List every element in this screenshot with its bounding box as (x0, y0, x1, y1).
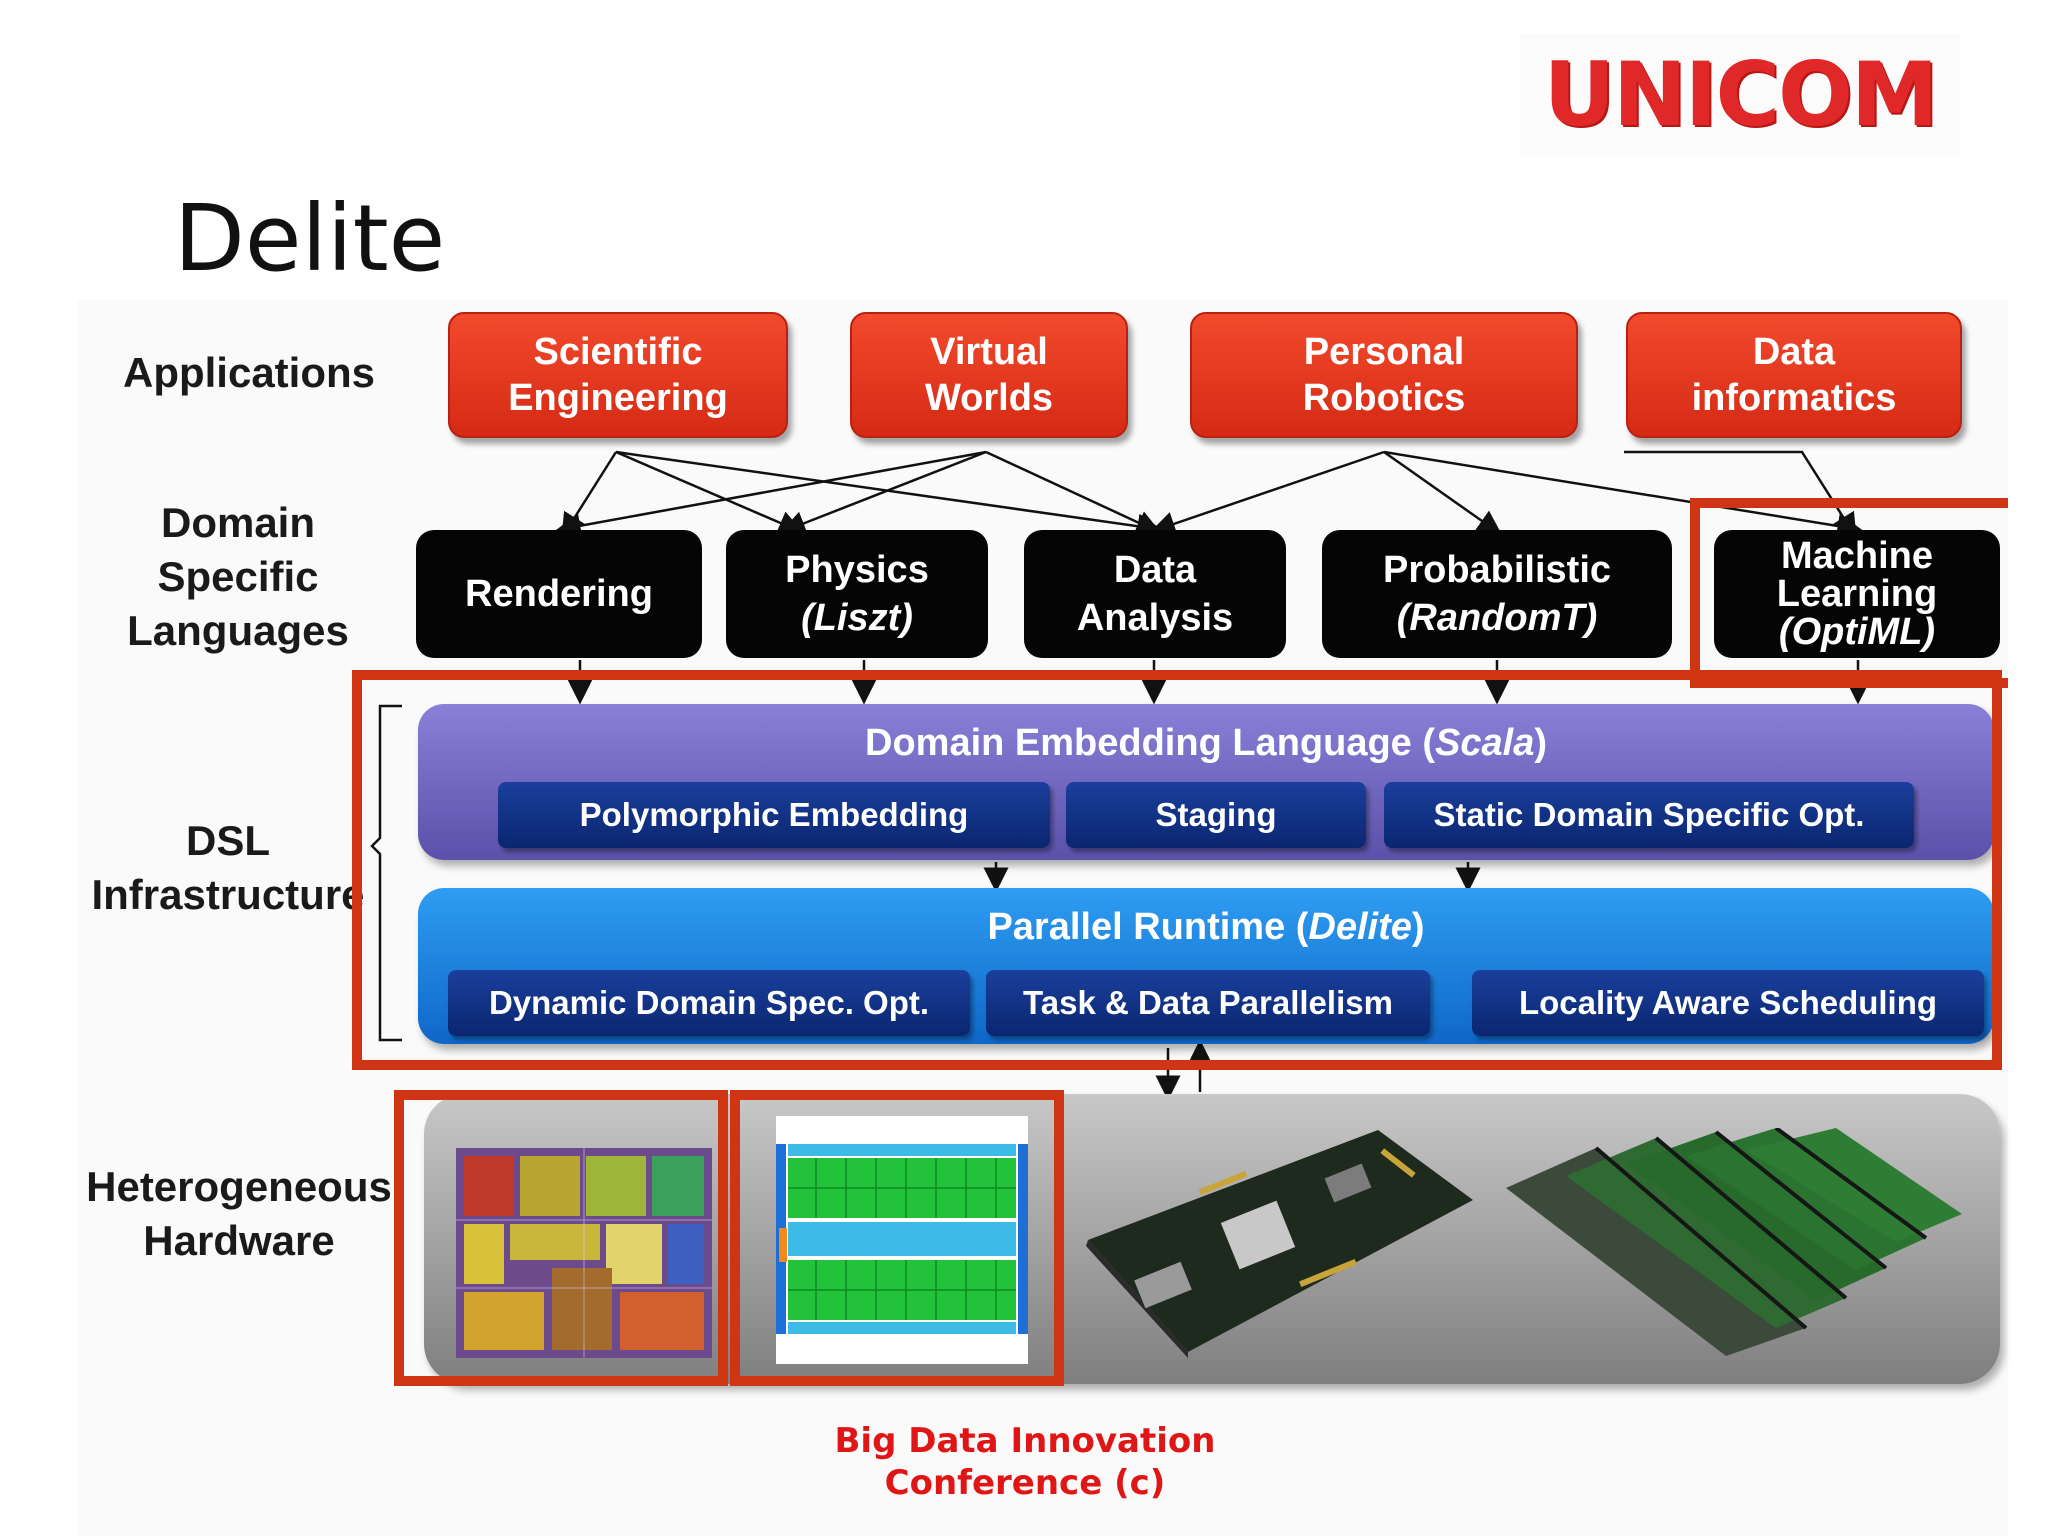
highlight-frame-optiml (1690, 498, 2008, 688)
app-label-line1: Virtual (930, 331, 1048, 373)
row-label-infrastructure: DSL Infrastructure (91, 817, 365, 918)
highlight-frame-cpu (394, 1090, 728, 1386)
dsl-label-line1: Data (1113, 549, 1197, 591)
dsl-label-line1: Machine (1780, 535, 1934, 577)
item-staging[interactable]: Staging (1066, 782, 1366, 848)
dsl-label-line2: Analysis (1076, 597, 1234, 639)
item-polymorphic-embedding[interactable]: Polymorphic Embedding (498, 782, 1050, 848)
fpga-circuit-board-image (1086, 1130, 1473, 1358)
app-label-line1: Scientific (533, 331, 703, 373)
dsl-physics-liszt[interactable]: Physics (Liszt) (726, 530, 988, 658)
dsl-rendering[interactable]: Rendering (416, 530, 702, 658)
item-task-data-parallelism[interactable]: Task & Data Parallelism (986, 970, 1430, 1036)
item-locality-aware-scheduling[interactable]: Locality Aware Scheduling (1472, 970, 1984, 1036)
embedding-layer-title: Domain Embedding Language (Scala) (418, 722, 1994, 765)
app-label-line2: Robotics (1302, 377, 1466, 419)
app-label-line2: Engineering (508, 377, 728, 419)
app-data-informatics[interactable]: Data informatics (1626, 312, 1962, 438)
dsl-data-analysis[interactable]: Data Analysis (1024, 530, 1286, 658)
server-cluster-image (1506, 1128, 1962, 1356)
logo-text: UNICOM (1543, 43, 1939, 146)
dsl-label-line1: Rendering (465, 573, 653, 615)
item-dynamic-domain-spec-opt[interactable]: Dynamic Domain Spec. Opt. (448, 970, 970, 1036)
dsl-label-line3: (OptiML) (1778, 611, 1936, 653)
dsl-label-line2: (Liszt) (801, 597, 913, 639)
runtime-layer-title: Parallel Runtime (Delite) (418, 906, 1994, 949)
runtime-title-italic: Delite (1308, 906, 1412, 948)
dsl-label-line1: Probabilistic (1382, 549, 1612, 591)
embedding-title-prefix: Domain Embedding Language ( (865, 722, 1436, 764)
unicom-logo: UNICOM (1520, 34, 1960, 156)
embedding-layer: Domain Embedding Language (Scala) Polymo… (418, 704, 1994, 860)
slide-title: Delite (174, 185, 446, 292)
row-label-hardware: Heterogeneous Hardware (86, 1163, 392, 1264)
embedding-title-italic: Scala (1435, 722, 1535, 764)
dsl-machine-learning-optiml[interactable]: Machine Learning (OptiML) (1714, 530, 2000, 658)
multicore-cpu-die-image (456, 1148, 712, 1358)
embedding-title-suffix: ) (1534, 722, 1547, 764)
conference-caption: Big Data Innovation Conference (c) (834, 1421, 1216, 1503)
gpu-architecture-diagram-image (776, 1116, 1028, 1364)
dsl-probabilistic-randomt[interactable]: Probabilistic (RandomT) (1322, 530, 1672, 658)
row-label-applications: Applications (122, 349, 376, 396)
app-label-line2: informatics (1691, 377, 1897, 419)
app-label-line1: Personal (1303, 331, 1465, 373)
row-label-dsl: Domain Specific Languages (127, 499, 349, 654)
app-personal-robotics[interactable]: Personal Robotics (1190, 312, 1578, 438)
app-virtual-worlds[interactable]: Virtual Worlds (850, 312, 1128, 438)
runtime-title-prefix: Parallel Runtime ( (987, 906, 1309, 948)
app-label-line2: Worlds (924, 377, 1054, 419)
highlight-frame-dsl-infrastructure (352, 670, 2002, 1070)
runtime-title-suffix: ) (1411, 906, 1425, 948)
dsl-label-line1: Physics (785, 549, 929, 591)
item-static-domain-specific-opt[interactable]: Static Domain Specific Opt. (1384, 782, 1914, 848)
app-scientific-engineering[interactable]: Scientific Engineering (448, 312, 788, 438)
dsl-label-line2: (RandomT) (1396, 597, 1598, 639)
highlight-frame-gpu (730, 1090, 1064, 1386)
dsl-label-line2: Learning (1776, 573, 1938, 615)
app-label-line1: Data (1752, 331, 1836, 373)
runtime-layer: Parallel Runtime (Delite) Dynamic Domain… (418, 888, 1994, 1044)
